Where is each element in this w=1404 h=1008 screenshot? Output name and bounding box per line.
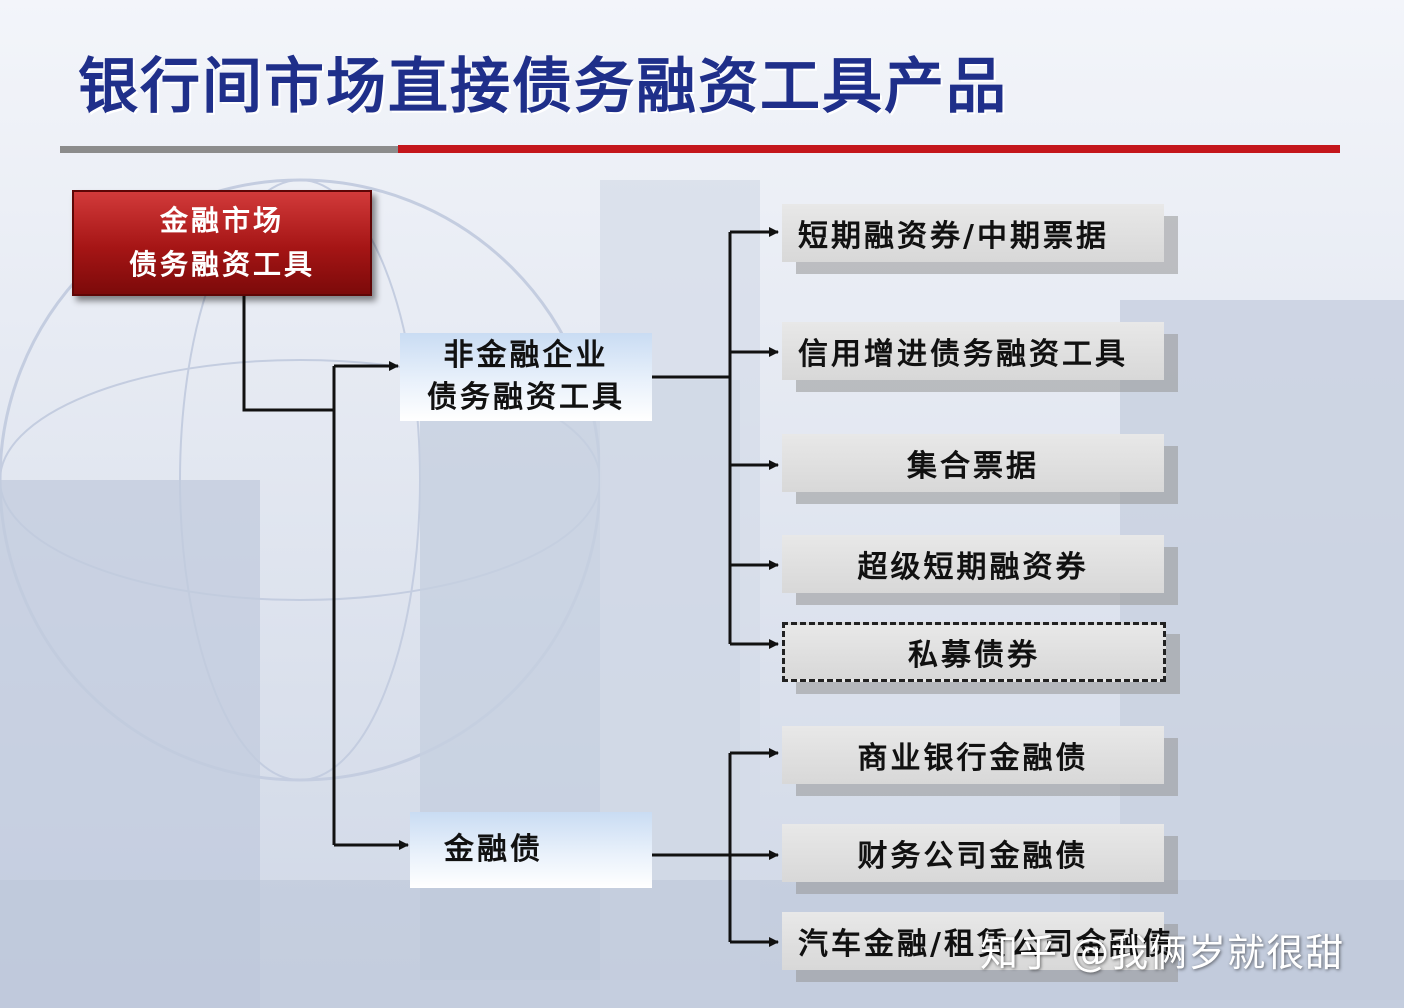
watermark: 知乎 @我俩岁就很甜 (980, 931, 1345, 975)
title-underline-red (398, 145, 1340, 153)
group-node-financial-bond: 金融债 (410, 812, 652, 888)
leaf-node: 超级短期融资券 (782, 535, 1164, 593)
leaf-node: 商业银行金融债 (782, 726, 1164, 784)
connector-root (242, 292, 334, 412)
group-node-nonfinancial: 非金融企业 债务融资工具 (400, 333, 652, 421)
group-node-line1: 金融债 (444, 832, 543, 867)
root-node: 金融市场 债务融资工具 (72, 190, 372, 296)
root-node-line2: 债务融资工具 (128, 248, 315, 281)
title-underline-gray (60, 146, 400, 153)
leaf-node: 财务公司金融债 (782, 824, 1164, 882)
root-node-line1: 金融市场 (159, 204, 284, 237)
leaf-node-dashed: 私募债券 (782, 622, 1166, 682)
group-node-line2: 债务融资工具 (427, 380, 625, 415)
page-title: 银行间市场直接债务融资工具产品 (78, 52, 1008, 122)
leaf-node: 信用增进债务融资工具 (782, 322, 1164, 380)
leaf-node: 汽车金融/租赁公司金融债 (782, 912, 1172, 970)
leaf-node: 短期融资券/中期票据 (782, 204, 1164, 262)
group-node-line1: 非金融企业 (443, 338, 609, 373)
leaf-node: 集合票据 (782, 434, 1164, 492)
